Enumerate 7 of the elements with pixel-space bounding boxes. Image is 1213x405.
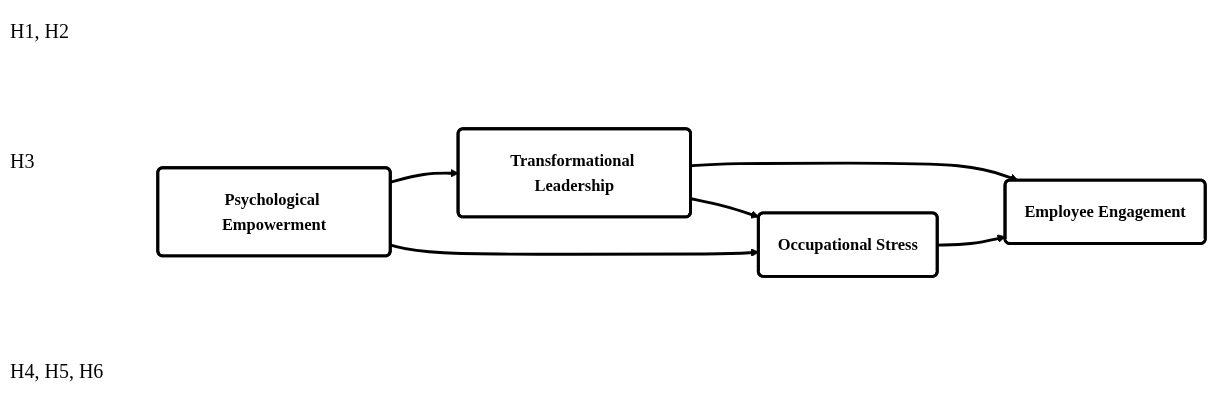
hypothesis-label: H3 (10, 150, 35, 173)
hypothesis-label: H1, H2 (10, 20, 69, 43)
arrow (690, 161, 1019, 182)
arrow (390, 168, 459, 184)
arrow (690, 197, 760, 219)
hypothesis-label: H4, H5, H6 (10, 360, 104, 383)
arrow (937, 234, 1006, 247)
